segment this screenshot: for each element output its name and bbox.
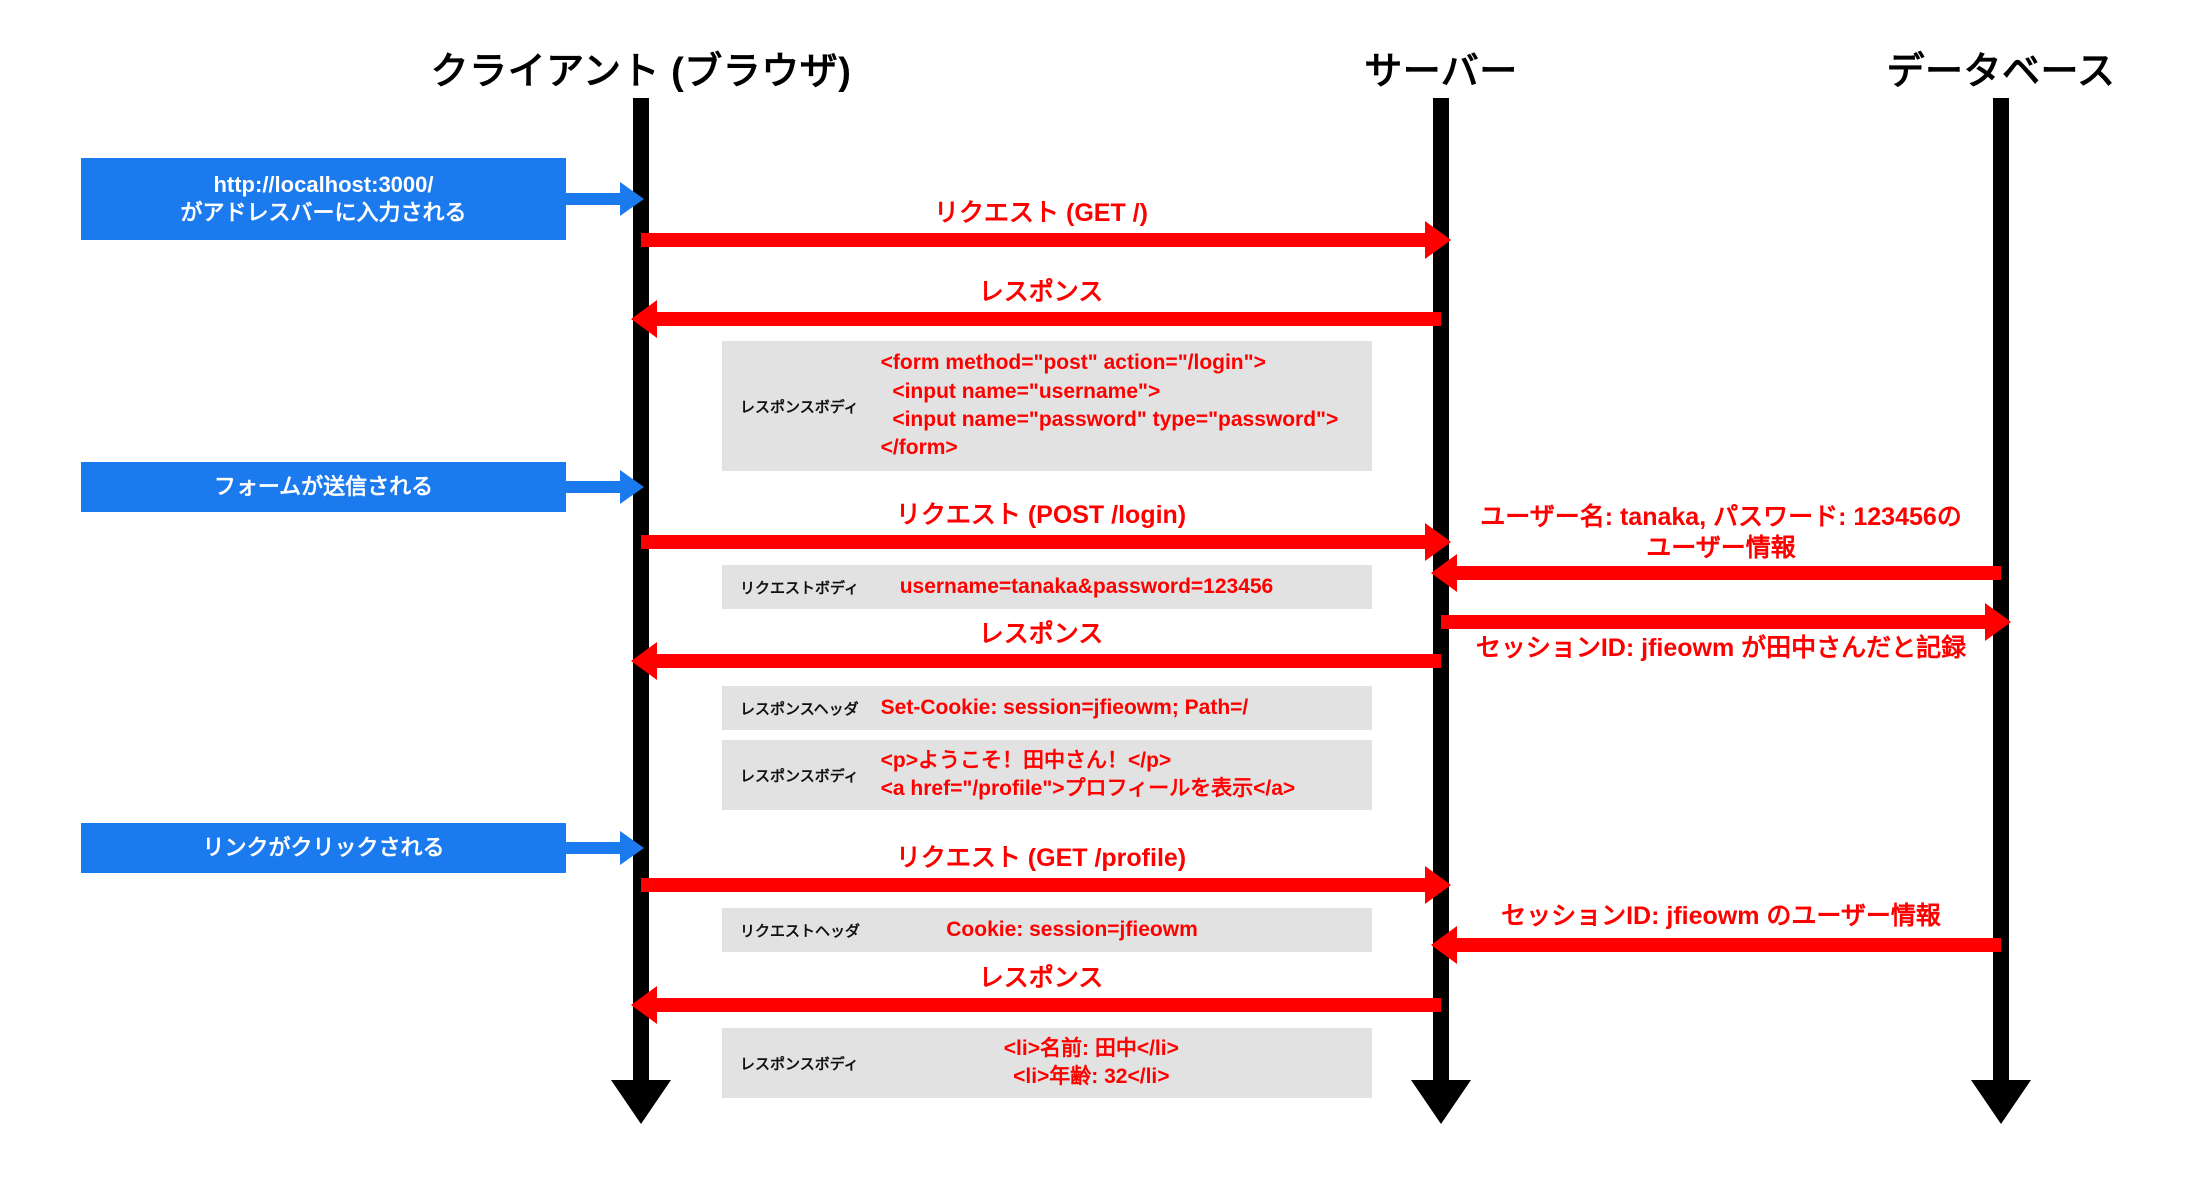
payload-note-value: Set-Cookie: session=jfieowm; Path=/ (880, 695, 1249, 719)
message-label-db-store-session: セッションID: jfieowm が田中さんだと記録 (1475, 634, 1967, 662)
message-label-db-query-user-line2: ユーザー情報 (1646, 533, 1796, 562)
payload-note-key: リクエストボディ (740, 579, 859, 597)
actor-note-url-line2: がアドレスバーに入力される (180, 200, 467, 225)
message-label-post-login: リクエスト (POST /login) (895, 501, 1187, 529)
message-arrowhead-get-profile (1425, 866, 1451, 904)
payload-note-key: レスポンスボディ (740, 398, 859, 416)
payload-note-request-header-cookie: リクエストヘッダ Cookie: session=jfieowm (722, 908, 1372, 952)
message-label-response-2: レスポンス (978, 620, 1104, 648)
message-arrow-response-2 (657, 654, 1441, 668)
message-arrowhead-get-root (1425, 221, 1451, 259)
actor-note-url-line1: http://localhost:3000/ (213, 171, 434, 197)
payload-note-value: username=tanaka&password=123456 (899, 574, 1274, 598)
message-arrowhead-db-store-session (1985, 603, 2011, 641)
actor-note-form-submitted: フォームが送信される (81, 462, 566, 512)
message-arrowhead-response-3 (631, 986, 657, 1024)
message-label-response-3: レスポンス (978, 964, 1104, 992)
payload-note-request-body-login: リクエストボディ username=tanaka&password=123456 (722, 565, 1372, 609)
lifeline-database (1993, 98, 2009, 1080)
message-arrow-get-root (641, 233, 1425, 247)
actor-note-link-line1: リンクがクリックされる (202, 834, 445, 860)
message-arrow-db-store-session (1441, 615, 1985, 629)
actor-note-link-clicked: リンクがクリックされる (81, 823, 566, 873)
message-arrow-response-3 (657, 998, 1441, 1012)
message-label-db-session-user: セッションID: jfieowm のユーザー情報 (1501, 902, 1941, 930)
payload-note-value: <p>ようこそ！田中さん！</p> <a href="/profile">プロフ… (880, 748, 1296, 800)
lifeline-label-server: サーバー (1364, 51, 1518, 93)
message-arrowhead-response-1 (631, 300, 657, 338)
message-arrow-post-login (641, 535, 1425, 549)
actor-note-form-arrow-stem (566, 481, 626, 493)
actor-note-url-arrow-head (620, 182, 644, 216)
message-arrowhead-response-2 (631, 642, 657, 680)
message-arrowhead-db-query-user (1431, 554, 1457, 592)
payload-note-value: Cookie: session=jfieowm (946, 917, 1198, 941)
actor-note-link-arrow-head (620, 831, 644, 865)
lifeline-end-arrow-server (1411, 1080, 1471, 1124)
message-label-get-profile: リクエスト (GET /profile) (895, 844, 1187, 872)
lifeline-end-arrow-database (1971, 1080, 2031, 1124)
lifeline-label-client: クライアント (ブラウザ) (430, 51, 852, 93)
message-label-db-query-user-line1: ユーザー名: tanaka, パスワード: 123456の (1480, 503, 1962, 531)
message-arrowhead-db-session-user (1431, 926, 1457, 964)
message-arrow-get-profile (641, 878, 1425, 892)
message-label-response-1: レスポンス (978, 278, 1104, 306)
payload-note-value: <li>名前: 田中</li> <li>年齢: 32</li> (1003, 1036, 1179, 1088)
payload-note-key: レスポンスヘッダ (740, 700, 859, 718)
payload-note-response-body-profile: レスポンスボディ <li>名前: 田中</li> <li>年齢: 32</li> (722, 1028, 1372, 1098)
actor-note-form-line1: フォームが送信される (213, 473, 434, 499)
payload-note-response-body-form: レスポンスボディ <form method="post" action="/lo… (722, 341, 1372, 471)
payload-note-key: レスポンスボディ (740, 767, 859, 785)
lifeline-end-arrow-client (611, 1080, 671, 1124)
message-label-get-root: リクエスト (GET /) (934, 199, 1148, 227)
message-arrow-response-1 (657, 312, 1441, 326)
lifeline-label-database: データベース (1886, 51, 2116, 93)
message-arrow-db-query-user (1457, 566, 2001, 580)
actor-note-form-arrow-head (620, 470, 644, 504)
payload-note-key: レスポンスボディ (740, 1055, 859, 1073)
payload-note-response-body-welcome: レスポンスボディ <p>ようこそ！田中さん！</p> <a href="/pro… (722, 740, 1372, 810)
payload-note-value: <form method="post" action="/login"> <in… (880, 351, 1339, 460)
actor-note-link-arrow-stem (566, 842, 626, 854)
message-label-db-query-user: ユーザー名: tanaka, パスワード: 123456の ユーザー情報 (1480, 502, 1962, 563)
payload-note-response-header-setcookie: レスポンスヘッダ Set-Cookie: session=jfieowm; Pa… (722, 686, 1372, 730)
actor-note-url-entered: http://localhost:3000/ がアドレスバーに入力される (81, 158, 566, 240)
message-arrow-db-session-user (1457, 938, 2001, 952)
payload-note-key: リクエストヘッダ (740, 922, 861, 940)
actor-note-url-arrow-stem (566, 193, 626, 205)
